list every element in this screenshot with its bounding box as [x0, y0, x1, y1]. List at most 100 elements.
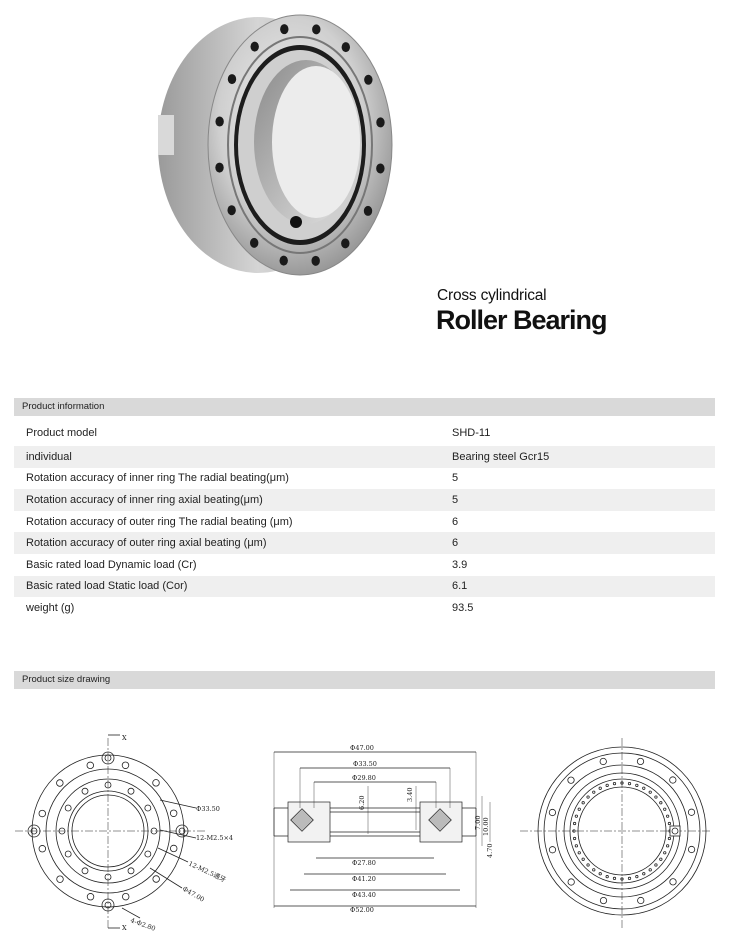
spec-value: Bearing steel Gcr15 — [452, 450, 550, 463]
roller — [586, 863, 590, 867]
bolt-hole — [548, 808, 557, 817]
bolt-hole — [669, 878, 677, 886]
roller — [635, 783, 639, 787]
roller — [659, 857, 663, 861]
spec-label: Rotation accuracy of inner ring axial be… — [26, 493, 263, 506]
photo-bolt-hole — [215, 162, 224, 173]
product-title: Roller Bearing — [436, 305, 608, 335]
roller — [648, 868, 652, 872]
spec-label: Rotation accuracy of outer ring axial be… — [26, 537, 267, 550]
photo-bolt-hole — [312, 24, 321, 35]
spec-value: 3.9 — [452, 558, 468, 571]
spec-value: 6 — [452, 537, 459, 550]
spec-row: Basic rated load Dynamic load (Cr) 3.9 — [14, 554, 715, 576]
spec-label: Rotation accuracy of inner ring The radi… — [26, 472, 289, 485]
photo-bolt-hole — [227, 205, 236, 216]
roller — [666, 844, 670, 848]
bolt-hole — [567, 878, 575, 886]
roller — [620, 877, 624, 881]
dim-od-47: Φ47.00 — [350, 744, 374, 752]
spec-row: Basic rated load Static load (Cor)6.1 — [14, 575, 715, 598]
roller — [627, 781, 632, 786]
thread-hole — [144, 804, 152, 812]
dim-id-41: Φ41.20 — [352, 875, 376, 883]
bolt-hole — [38, 809, 46, 818]
thread-hole — [127, 867, 135, 875]
bolt-hole — [86, 893, 95, 901]
bolt-hole — [86, 761, 94, 770]
roller — [605, 875, 609, 879]
roller — [654, 795, 658, 799]
roller — [642, 872, 646, 876]
dim-thread-holes: 12-M2.5×4 — [196, 834, 233, 842]
roller — [612, 781, 617, 786]
dim-id-43: Φ43.40 — [352, 891, 376, 899]
photo-bolt-hole — [341, 238, 350, 249]
spec-row: individual Bearing steel Gcr15 — [14, 446, 715, 468]
thread-hole — [150, 827, 158, 835]
spec-row: Rotation accuracy of outer ring The radi… — [14, 511, 715, 533]
technical-drawings: X X Φ33.50 12-M2.5×4 12-M2.5通牙 Φ47.00 4-… — [15, 734, 710, 933]
roller — [592, 868, 596, 872]
spec-value: 93.5 — [452, 601, 474, 614]
roller — [635, 875, 639, 879]
bolt-hole — [687, 845, 696, 854]
photo-bolt-hole — [280, 24, 289, 35]
thread-hole — [64, 850, 72, 858]
dim-h-6: 6.20 — [358, 796, 366, 810]
product-size-drawing-header: Product size drawing — [14, 671, 715, 689]
roller — [572, 829, 576, 833]
thread-hole — [81, 787, 89, 795]
dim-od-29: Φ29.80 — [352, 774, 376, 782]
roller — [663, 807, 667, 811]
spec-row: Product model SHD-11 — [14, 420, 715, 446]
photo-bolt-hole — [250, 41, 259, 52]
spec-row: Rotation accuracy of inner ring The radi… — [14, 468, 715, 490]
dim-od-33: Φ33.50 — [353, 760, 377, 768]
back-view-drawing — [520, 738, 710, 930]
thread-hole — [144, 850, 152, 858]
roller — [605, 783, 609, 787]
x-label-top: X — [122, 734, 127, 742]
spec-label: Basic rated load Dynamic load (Cr) — [26, 558, 197, 571]
photo-bolt-hole — [376, 117, 385, 128]
photo-bolt-hole — [363, 205, 373, 216]
roller — [598, 872, 602, 876]
dim-h-10: 10.00 — [482, 817, 490, 836]
roller — [648, 790, 652, 794]
photo-bolt-hole — [227, 74, 237, 85]
spec-value: 6 — [452, 515, 459, 528]
dim-id-27: Φ27.80 — [352, 859, 376, 867]
photo-bolt-hole — [376, 163, 385, 174]
roller — [667, 836, 672, 841]
roller — [659, 801, 663, 805]
spec-row: weight (g)93.5 — [14, 597, 715, 619]
roller — [627, 876, 632, 881]
bolt-hole — [152, 875, 160, 883]
spec-value: SHD-11 — [452, 427, 491, 439]
bolt-hole — [637, 896, 645, 905]
roller — [592, 790, 596, 794]
spec-label: individual — [26, 450, 72, 463]
section-view-drawing — [273, 751, 491, 908]
photo-bolt-hole — [279, 255, 288, 266]
spec-value: 6.1 — [452, 580, 468, 593]
spec-value: 5 — [452, 472, 459, 485]
roller — [572, 836, 577, 841]
spec-value: 5 — [452, 493, 459, 506]
dim-thread-through: 12-M2.5通牙 — [187, 859, 228, 884]
thread-hole — [127, 787, 135, 795]
dim-h-7: 7.00 — [474, 816, 482, 830]
spec-label: Product model — [26, 427, 97, 439]
roller — [577, 807, 581, 811]
roller — [642, 786, 646, 790]
roller — [663, 851, 667, 855]
photo-bolt-hole — [364, 74, 373, 85]
roller — [572, 821, 577, 826]
roller — [577, 851, 581, 855]
roller — [598, 786, 602, 790]
thread-hole — [81, 867, 89, 875]
bolt-hole — [636, 757, 645, 766]
bolt-hole — [38, 845, 47, 853]
dim-id-52: Φ52.00 — [350, 906, 374, 914]
